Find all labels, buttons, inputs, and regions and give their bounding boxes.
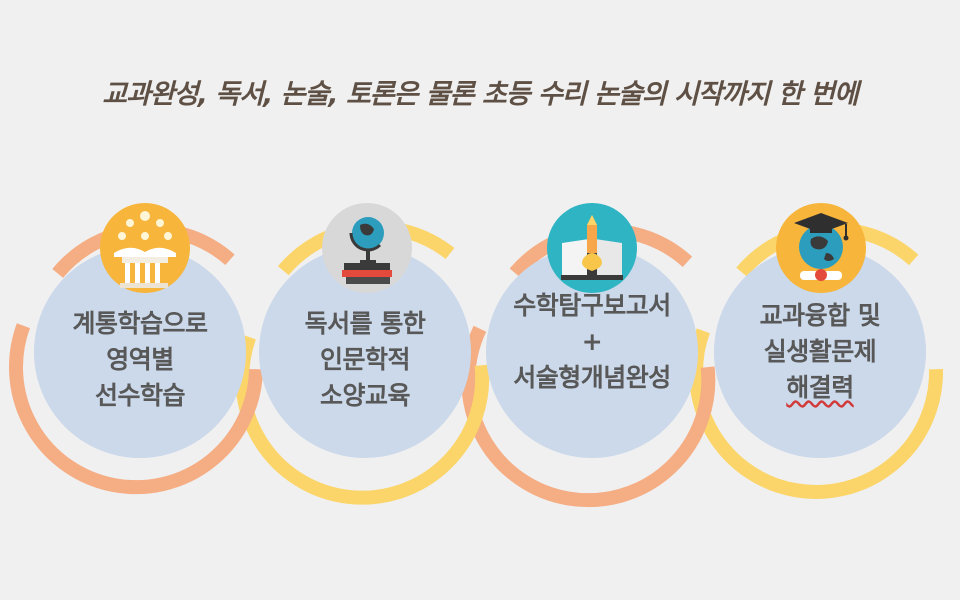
- feature-4-line-2: 실생활문제: [763, 337, 877, 366]
- headline: 교과완성, 독서, 논술, 토론은 물론 초등 수리 논술의 시작까지 한 번에: [102, 79, 858, 110]
- graduation-globe-icon: [776, 203, 866, 293]
- feature-3-line-1: 수학탐구보고서: [513, 291, 671, 320]
- feature-4-line-3: 해결력: [786, 373, 854, 402]
- feature-circle-4: 교과융합 및 실생활문제 해결력: [714, 246, 926, 458]
- feature-3-line-3: 서술형개념완성: [513, 363, 671, 392]
- feature-2-line-1: 독서를 통한: [304, 309, 426, 338]
- feature-3-line-2: +: [581, 327, 603, 356]
- greek-pillar-icon: [100, 203, 190, 293]
- feature-1-line-3: 선수학습: [94, 381, 186, 410]
- feature-1-line-1: 계통학습으로: [72, 309, 208, 338]
- book-rocket-pencil-icon: [547, 203, 637, 293]
- feature-1-line-2: 영역별: [106, 345, 174, 374]
- feature-text-3: 수학탐구보고서 + 서술형개념완성: [513, 288, 671, 396]
- feature-text-2: 독서를 통한 인문학적 소양교육: [305, 306, 426, 414]
- feature-2-line-3: 소양교육: [319, 381, 411, 410]
- feature-text-1: 계통학습으로 영역별 선수학습: [72, 306, 208, 414]
- feature-4-line-1: 교과융합 및: [759, 301, 881, 330]
- globe-books-icon: [322, 203, 412, 293]
- feature-2-line-2: 인문학적: [319, 345, 411, 374]
- feature-text-4: 교과융합 및 실생활문제 해결력: [760, 298, 881, 406]
